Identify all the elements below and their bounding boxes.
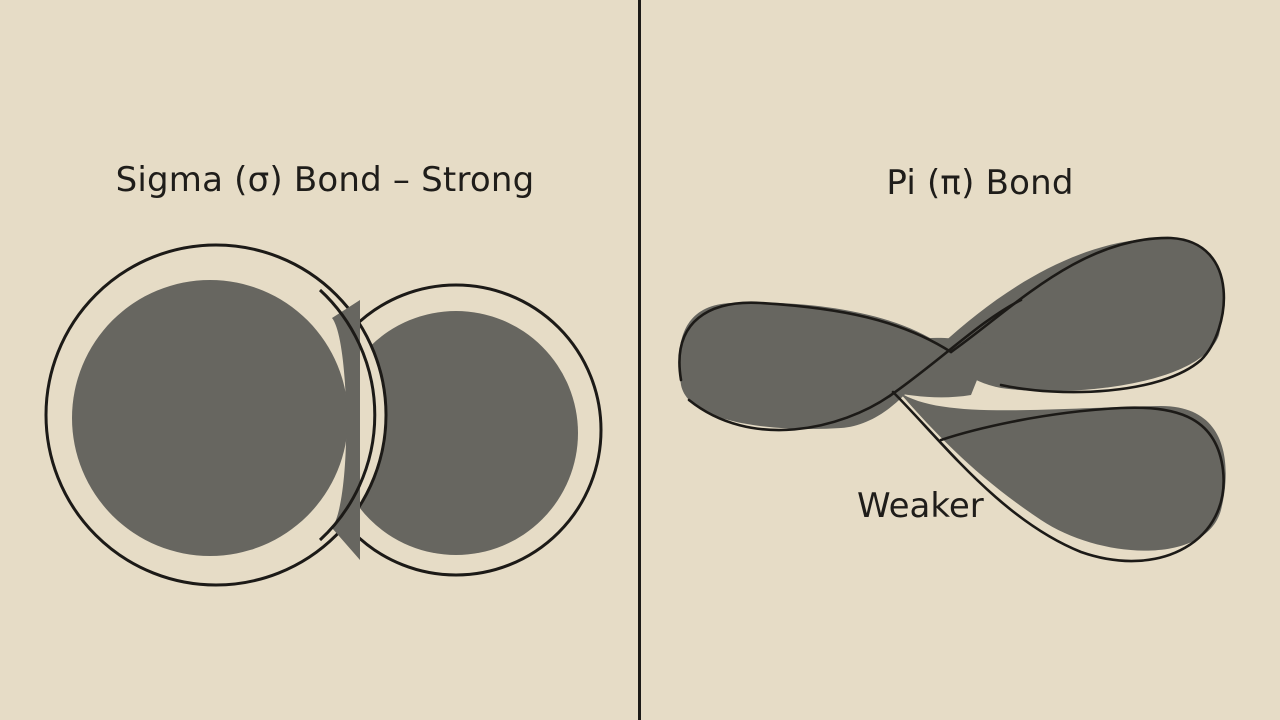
pi-bond-drawing xyxy=(678,236,1226,563)
pi-left-lobe xyxy=(679,302,941,429)
panel-divider xyxy=(638,0,641,720)
right-orbital-lobe xyxy=(334,311,578,555)
left-orbital-lobe xyxy=(72,280,348,556)
overlap-region xyxy=(332,300,360,560)
pi-bond-title: Pi (π) Bond xyxy=(886,163,1074,203)
pi-bond-panel: Pi (π) Bond Weaker xyxy=(641,0,1280,720)
sigma-bond-panel: Sigma (σ) Bond – Strong xyxy=(44,160,603,587)
pi-outline-cross xyxy=(687,298,1023,432)
overlap-boundary-arc xyxy=(318,288,377,542)
pi-lower-right-lobe xyxy=(899,392,1226,551)
pi-upper-right-lobe xyxy=(941,237,1224,392)
pi-outline-upper xyxy=(678,236,1226,394)
sigma-bond-title: Sigma (σ) Bond – Strong xyxy=(115,160,535,200)
sigma-bond-drawing xyxy=(44,243,603,587)
pi-overlap-junction xyxy=(891,337,991,398)
pi-outline-lower xyxy=(891,390,1225,563)
left-orbital-outline xyxy=(44,243,388,587)
pi-bond-strength-label: Weaker xyxy=(857,486,984,526)
